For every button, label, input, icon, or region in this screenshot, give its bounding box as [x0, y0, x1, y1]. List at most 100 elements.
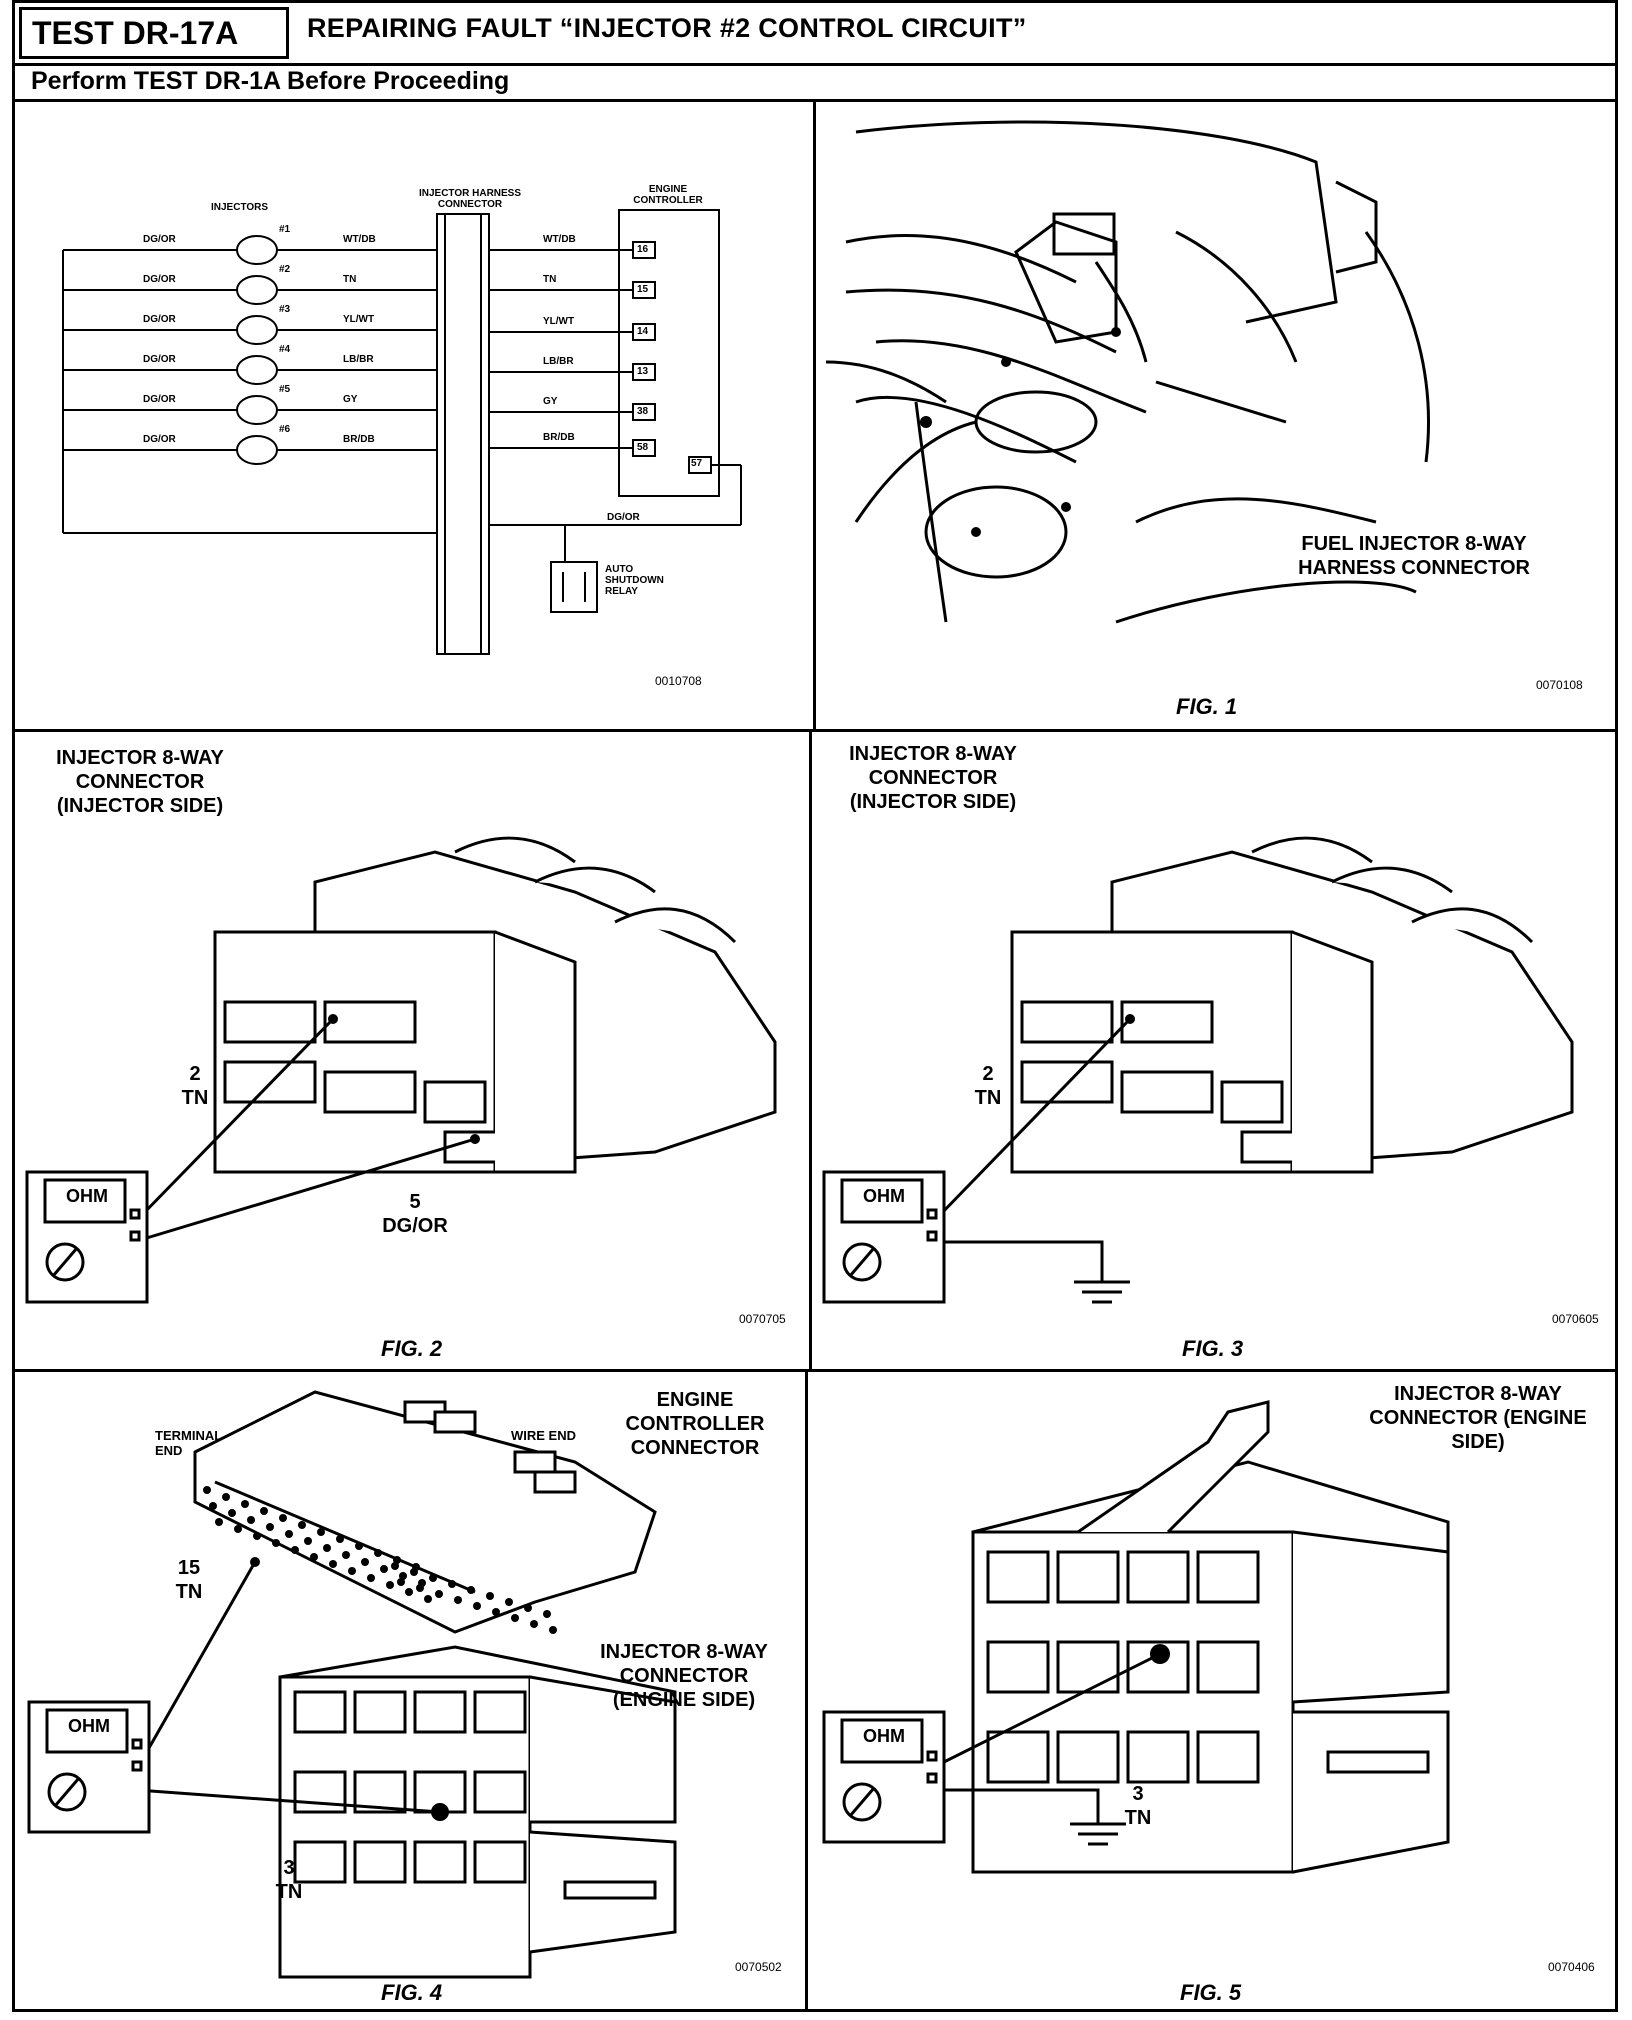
ecm-pin-dot	[323, 1544, 331, 1552]
fig5-label: FIG. 5	[1180, 1980, 1242, 2005]
fig4-ecm-title: ENGINE CONTROLLER CONNECTOR	[625, 1389, 765, 1459]
ecm-pin-dot	[234, 1525, 242, 1533]
fig1-label: FIG. 1	[1176, 694, 1238, 719]
fig4-code: 0070502	[735, 1960, 782, 1974]
fig3-pin-a-color: TN	[974, 1087, 1002, 1109]
ecm-pin-dot	[304, 1537, 312, 1545]
ecm-pin-dot	[215, 1518, 223, 1526]
wire-label-left: DG/OR	[143, 274, 176, 285]
injector-number: #3	[279, 304, 291, 315]
injector-number: #5	[279, 384, 291, 395]
ecm-pin-dot	[505, 1598, 513, 1606]
ecm-pin-dot	[429, 1574, 437, 1582]
injector-symbol	[236, 355, 278, 385]
wire-label-mid: WT/DB	[343, 234, 376, 245]
fig3-meter-label: OHM	[863, 1186, 905, 1206]
fig3-code: 0070605	[1552, 1312, 1599, 1326]
fig3-panel: INJECTOR 8-WAY CONNECTOR (INJECTOR SIDE)…	[812, 732, 1615, 1369]
ecm-pin-dot	[380, 1565, 388, 1573]
controller-pin-box	[632, 363, 656, 381]
fig1-panel: FUEL INJECTOR 8-WAY HARNESS CONNECTOR 00…	[816, 102, 1615, 729]
grid-divider-v2	[809, 731, 812, 1371]
controller-pin-box	[632, 281, 656, 299]
ecm-pin-dot	[448, 1580, 456, 1588]
ecm-pin-dot	[374, 1549, 382, 1557]
relay-wire-label: DG/OR	[607, 512, 640, 523]
grid-divider-v1	[813, 101, 816, 731]
injector-symbol	[236, 395, 278, 425]
ecm-pin-dot	[209, 1502, 217, 1510]
fig4-conn-title: INJECTOR 8-WAY CONNECTOR (ENGINE SIDE)	[600, 1641, 768, 1711]
fig2-pin-a-color: TN	[181, 1087, 209, 1109]
ecm-pin-dot	[386, 1581, 394, 1589]
ecm-pin-dot	[405, 1588, 413, 1596]
wire-label-mid: TN	[343, 274, 357, 285]
wire-label-left: DG/OR	[143, 234, 176, 245]
fig4-terminal-end: TERMINAL END	[155, 1428, 222, 1458]
fig5-title: INJECTOR 8-WAY CONNECTOR (ENGINE SIDE)	[1369, 1383, 1587, 1453]
grid-divider-h1	[15, 729, 1615, 732]
wire-label-right: YL/WT	[543, 316, 575, 327]
fig5-meter-label: OHM	[863, 1726, 905, 1746]
fig2-title: INJECTOR 8-WAY CONNECTOR (INJECTOR SIDE)	[56, 747, 224, 817]
injector-symbol	[236, 235, 278, 265]
injector-symbol	[236, 275, 278, 305]
ecm-pin-dot	[367, 1574, 375, 1582]
fig4-ecm-pin-color: TN	[175, 1581, 203, 1603]
fig4-conn-pin: 3	[283, 1857, 295, 1879]
engine-controller-label: ENGINE CONTROLLER	[633, 184, 703, 206]
fig4-label: FIG. 4	[381, 1980, 443, 2005]
relay-label: AUTO SHUTDOWN RELAY	[605, 564, 664, 597]
fig2-pin-b: 5	[409, 1191, 421, 1213]
fig3-pin-a: 2	[982, 1063, 994, 1085]
fig4-ecm-pin: 15	[177, 1557, 201, 1579]
fig4-panel: ENGINE CONTROLLER CONNECTOR TERMINAL END…	[15, 1372, 805, 2009]
wire-label-mid: YL/WT	[343, 314, 375, 325]
subtitle-divider	[15, 99, 1615, 102]
injector-number: #4	[279, 344, 291, 355]
schematic-panel: INJECTORS INJECTOR HARNESS CONNECTOR ENG…	[15, 102, 813, 729]
wire-label-left: DG/OR	[143, 354, 176, 365]
wire-label-left: DG/OR	[143, 434, 176, 445]
wiring-schematic	[62, 209, 742, 655]
ecm-pin-dot	[329, 1560, 337, 1568]
wire-label-right: TN	[543, 274, 557, 285]
ecm-pin-dot	[486, 1592, 494, 1600]
diagnostic-page: TEST DR-17A REPAIRING FAULT “INJECTOR #2…	[12, 0, 1618, 2012]
fig5-panel: INJECTOR 8-WAY CONNECTOR (ENGINE SIDE) 3…	[808, 1372, 1615, 2009]
fig4-conn-pin-color: TN	[275, 1881, 303, 1903]
fig4-meter-label: OHM	[68, 1716, 110, 1736]
ecm-pin-dot	[291, 1546, 299, 1554]
grid-divider-h2	[15, 1369, 1615, 1372]
wire-label-right: BR/DB	[543, 432, 575, 443]
controller-pin-box	[632, 439, 656, 457]
engine-photo-illustration	[825, 120, 1430, 624]
fig1-callout: FUEL INJECTOR 8-WAY HARNESS CONNECTOR	[1298, 533, 1530, 579]
controller-pin-box	[632, 241, 656, 259]
controller-pin-number: 16	[637, 244, 649, 255]
ecm-pin-dot	[355, 1542, 363, 1550]
page-title: REPAIRING FAULT “INJECTOR #2 CONTROL CIR…	[307, 13, 1027, 43]
fig3-label: FIG. 3	[1182, 1336, 1244, 1361]
controller-pin-number: 14	[637, 326, 649, 337]
fig3-title: INJECTOR 8-WAY CONNECTOR (INJECTOR SIDE)	[849, 743, 1017, 813]
injector-number: #1	[279, 224, 291, 235]
ecm-pin-dot	[454, 1596, 462, 1604]
ecm-pin-dot	[317, 1528, 325, 1536]
fig2-connector-drawing	[25, 836, 777, 1304]
ecm-pin-dot	[397, 1578, 405, 1586]
grid-divider-v3	[805, 1371, 808, 2011]
wire-label-mid: BR/DB	[343, 434, 375, 445]
controller-pin-number: 15	[637, 284, 649, 295]
fig5-connector-drawing	[822, 1400, 1450, 1874]
wire-label-right: WT/DB	[543, 234, 576, 245]
ecm-pin-dot	[435, 1590, 443, 1598]
ecm-pin-dot	[253, 1532, 261, 1540]
injector-symbol	[236, 435, 278, 465]
ecm-pin-dot	[492, 1608, 500, 1616]
fig2-code: 0070705	[739, 1312, 786, 1326]
ecm-pin-dot	[511, 1614, 519, 1622]
controller-pin-box	[632, 403, 656, 421]
fig2-pin-a: 2	[189, 1063, 201, 1085]
controller-pin-number: 58	[637, 442, 649, 453]
